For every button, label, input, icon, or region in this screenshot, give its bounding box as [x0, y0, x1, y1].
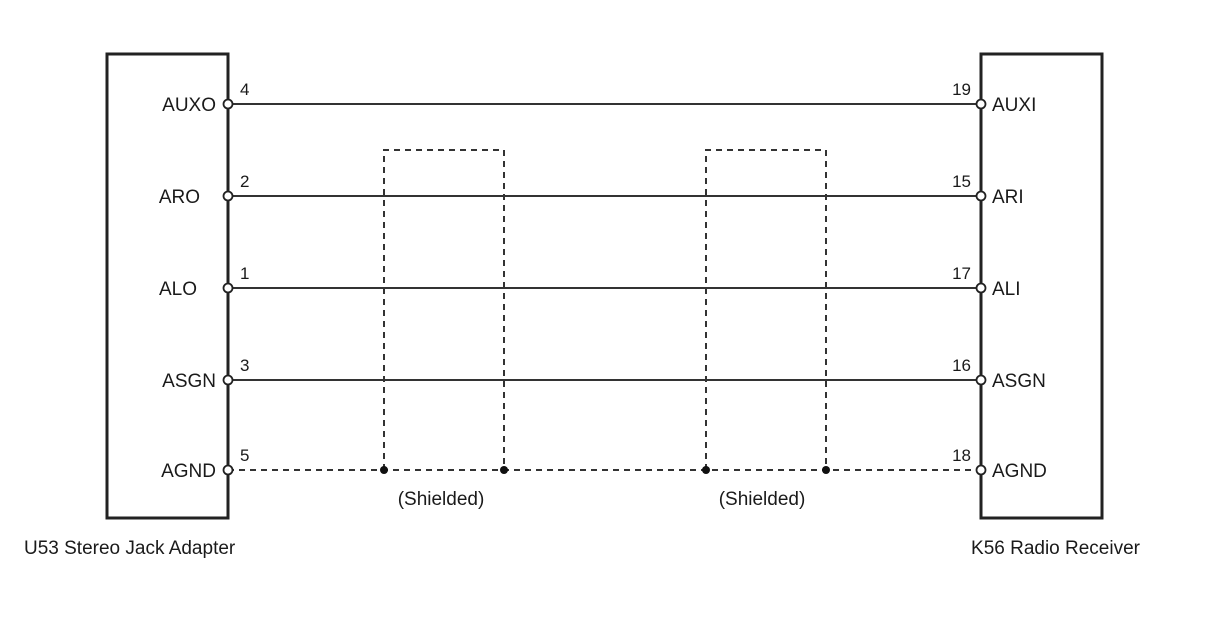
shield-junction-dot	[380, 466, 388, 474]
left-terminal	[222, 464, 234, 476]
right-pin-number: 17	[952, 264, 971, 283]
right-terminal	[975, 374, 987, 386]
right-pin-number: 18	[952, 446, 971, 465]
right-pin-label: ASGN	[992, 371, 1046, 392]
left-pin-label: AUXO	[162, 95, 216, 116]
shield-junction-dot	[702, 466, 710, 474]
right-pin-label: ARI	[992, 187, 1024, 208]
left-terminal	[222, 374, 234, 386]
left-pin-label: AGND	[161, 461, 216, 482]
shield-label: (Shielded)	[719, 489, 806, 510]
right-pin-label: AGND	[992, 461, 1047, 482]
right-terminal	[975, 282, 987, 294]
shield-enclosure-2	[705, 149, 827, 470]
left-pin-number: 4	[240, 80, 249, 99]
right-pin-number: 15	[952, 172, 971, 191]
right-pin-label: ALI	[992, 279, 1021, 300]
shield-junction-dot	[500, 466, 508, 474]
shield-label: (Shielded)	[398, 489, 485, 510]
left-terminal	[222, 98, 234, 110]
shield-enclosure-1	[383, 149, 505, 470]
right-terminal	[975, 98, 987, 110]
left-pin-label: ALO	[159, 279, 197, 300]
right-pin-number: 16	[952, 356, 971, 375]
left-pin-number: 3	[240, 356, 249, 375]
right-pin-number: 19	[952, 80, 971, 99]
right-pin-label: AUXI	[992, 95, 1036, 116]
left-pin-number: 1	[240, 264, 249, 283]
left-pin-label: ASGN	[162, 371, 216, 392]
left-component-name: U53 Stereo Jack Adapter	[24, 538, 236, 559]
shield-junction-dot	[822, 466, 830, 474]
left-pin-number: 5	[240, 446, 249, 465]
left-pin-label: ARO	[159, 187, 200, 208]
right-terminal	[975, 190, 987, 202]
right-terminal	[975, 464, 987, 476]
left-pin-number: 2	[240, 172, 249, 191]
left-terminal	[222, 282, 234, 294]
right-component-name: K56 Radio Receiver	[971, 538, 1141, 559]
left-terminal	[222, 190, 234, 202]
